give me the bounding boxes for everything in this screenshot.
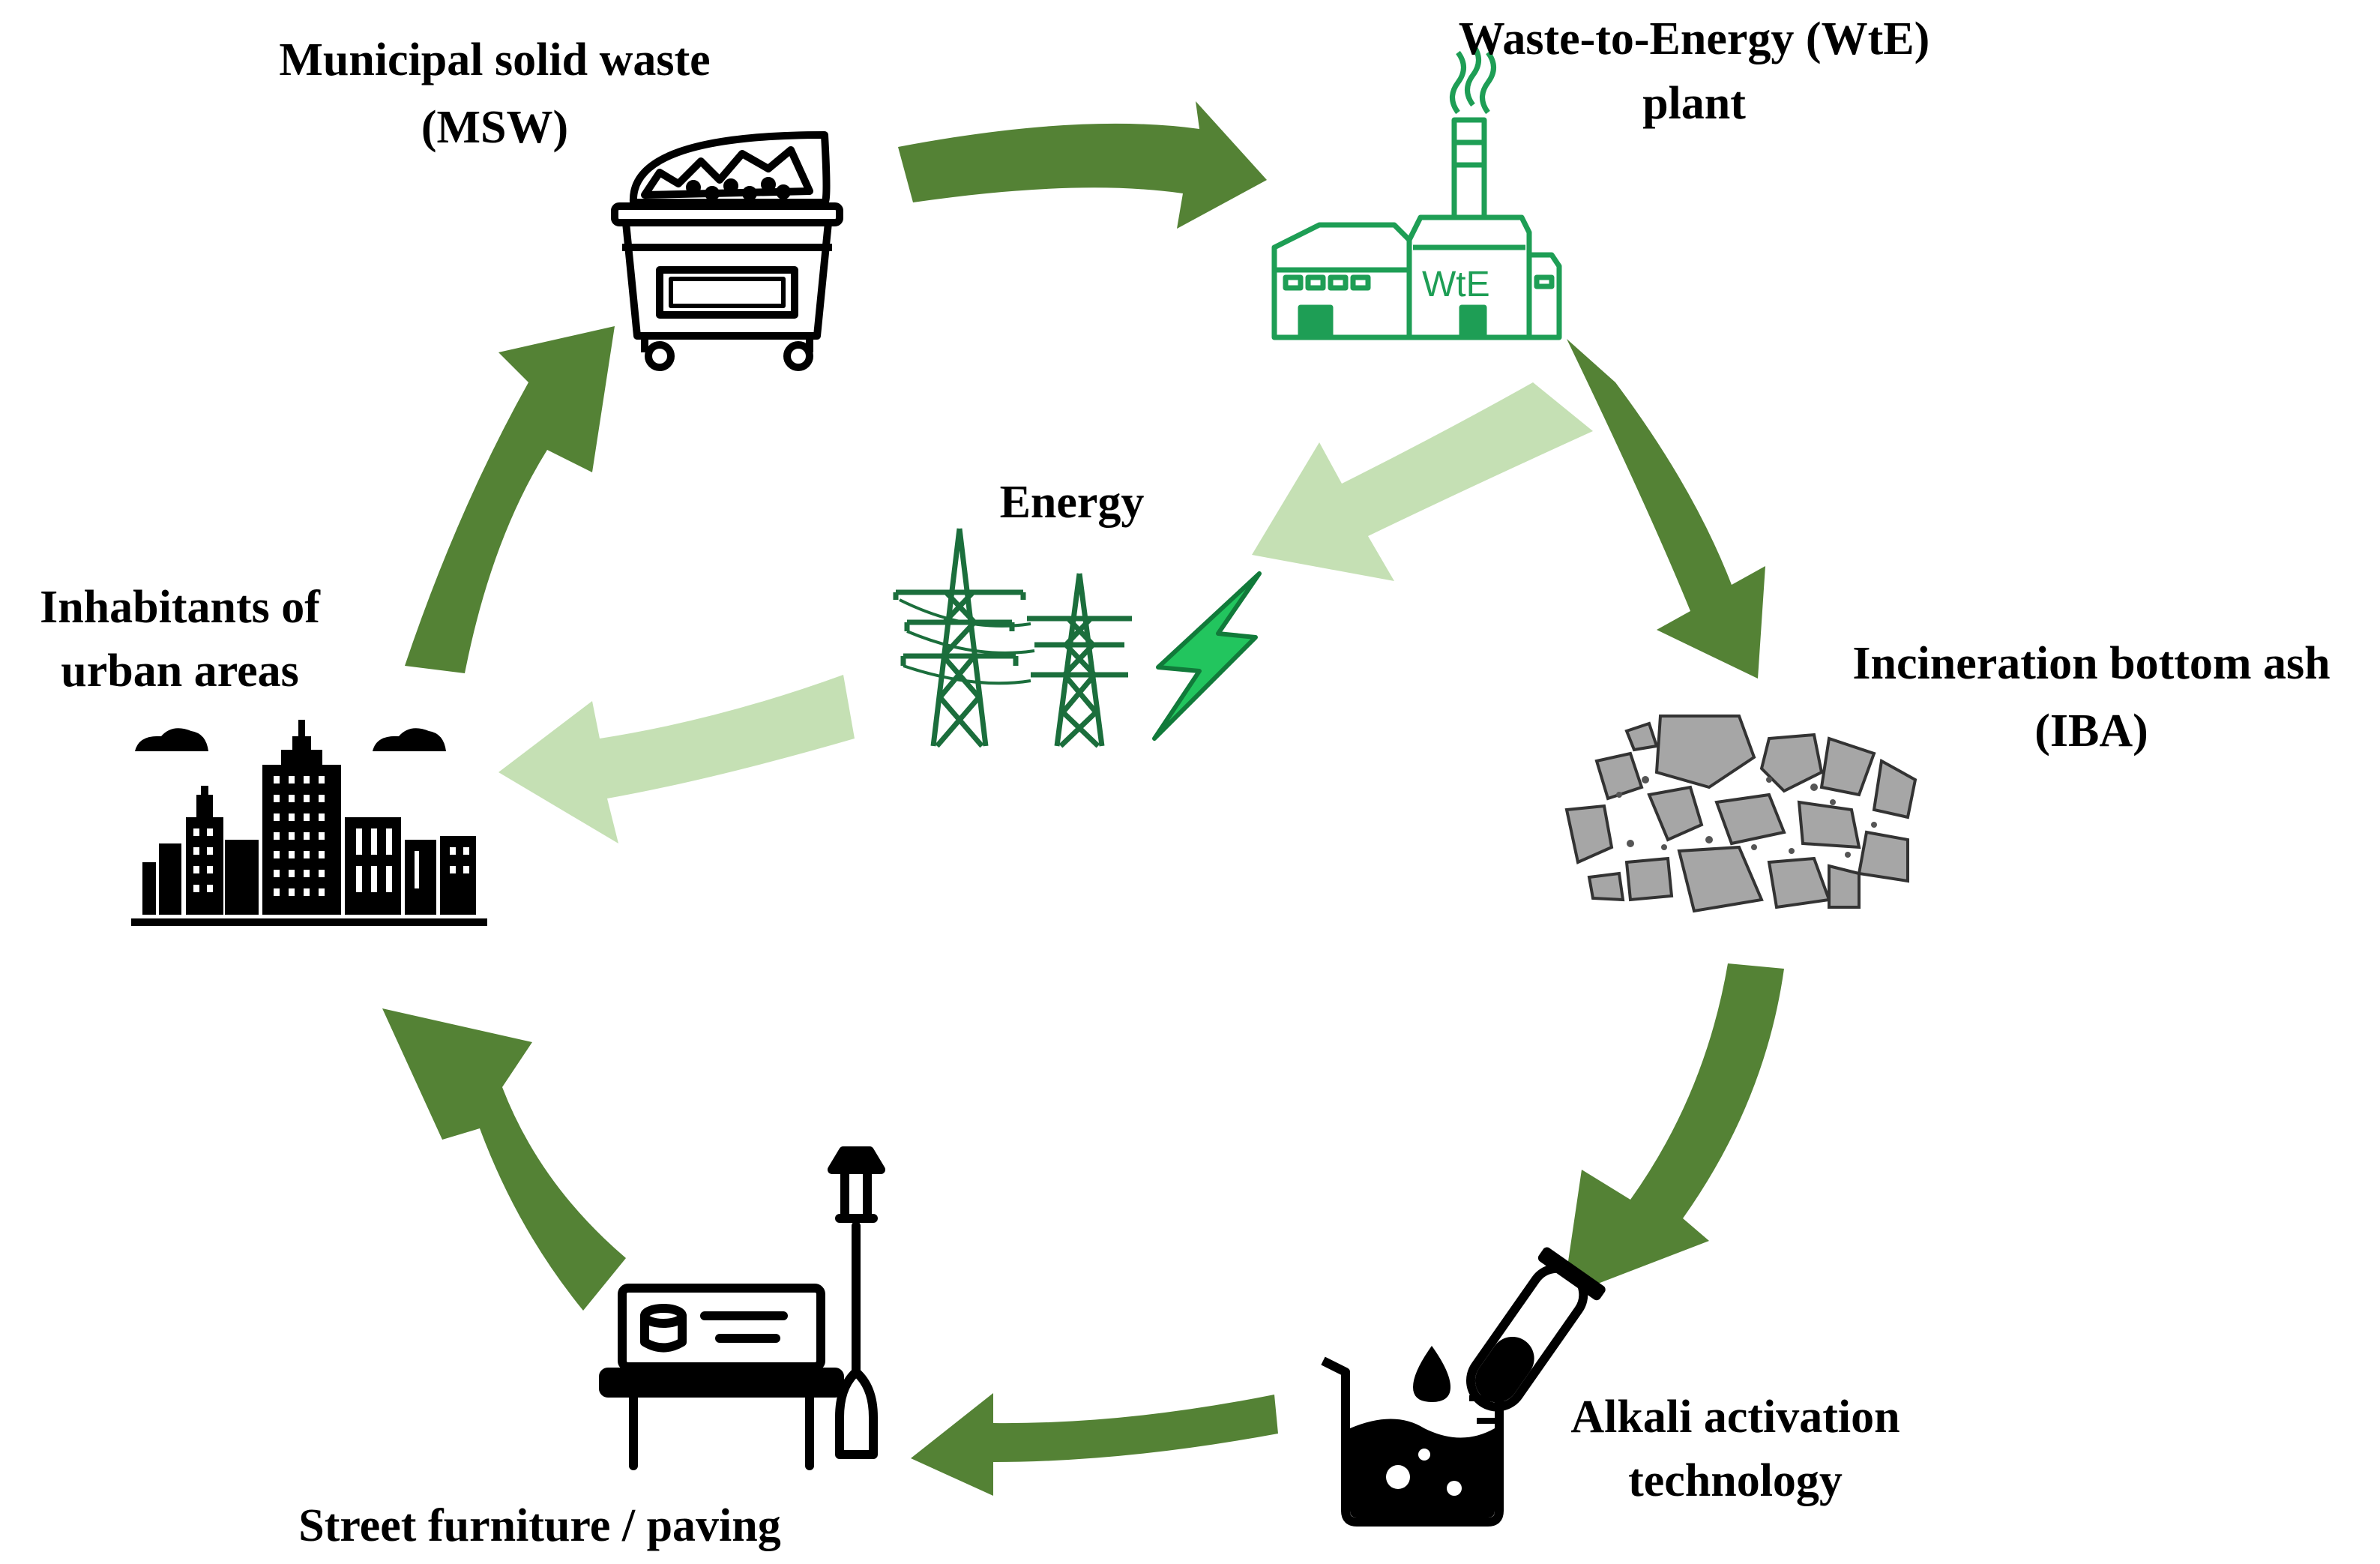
bench-lamp-icon (599, 1146, 885, 1470)
energy-label: Energy (1000, 477, 1145, 528)
iba-label-line1: Incineration bottom ash (1852, 638, 2330, 689)
arrow-inhabitants-to-msw (405, 326, 615, 673)
main-arrows (382, 101, 1784, 1496)
arrow-wte-to-iba (1567, 339, 1765, 679)
arrow-alkali-to-street (911, 1393, 1278, 1496)
dumpster-icon (611, 131, 843, 371)
power-tower-icon (893, 528, 1132, 748)
beaker-icon (1321, 1247, 1606, 1527)
inhabitants-label-line1: Inhabitants of (40, 582, 321, 633)
inhabitants-label-line2: urban areas (61, 646, 299, 697)
arrow-energy-to-inhabitants (498, 675, 855, 843)
arrow-street-to-inhabitants (382, 1008, 626, 1311)
wte-label-line2: plant (1642, 78, 1746, 129)
labels: Municipal solid waste (MSW) Waste-to-Ene… (40, 13, 2331, 1551)
ash-rocks-icon (1564, 712, 1917, 915)
msw-label-line2: (MSW) (421, 102, 568, 153)
iba-label-line2: (IBA) (2034, 706, 2148, 757)
arrow-msw-to-wte (898, 101, 1267, 229)
lightning-icon (1152, 571, 1262, 741)
alkali-label-line2: technology (1628, 1455, 1843, 1506)
factory-icon: WtE (1271, 43, 1562, 340)
wte-label-line1: Waste-to-Energy (WtE) (1459, 13, 1929, 64)
arrow-iba-to-alkali (1563, 963, 1784, 1297)
wte-sign: WtE (1422, 265, 1490, 304)
street-label: Street furniture / paving (298, 1500, 781, 1551)
msw-label-line1: Municipal solid waste (279, 34, 710, 85)
city-skyline-icon (131, 720, 487, 926)
alkali-label-line1: Alkali activation (1570, 1392, 1900, 1443)
arrow-wte-to-energy (1252, 382, 1593, 581)
energy-arrows (498, 382, 1593, 843)
